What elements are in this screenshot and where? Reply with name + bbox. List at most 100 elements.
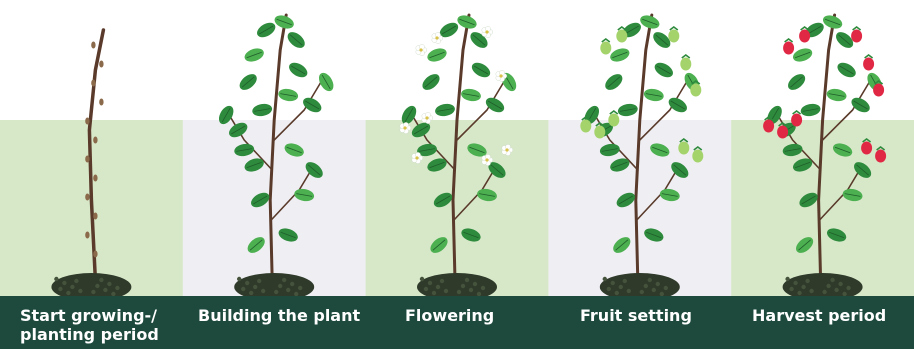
soil-clump — [428, 281, 432, 285]
soil-clump — [481, 286, 485, 290]
soil-clump — [469, 288, 473, 292]
stage-label-line2: planting period — [20, 325, 159, 344]
soil-clump — [274, 290, 278, 294]
soil-clump — [103, 288, 107, 292]
soil-clump — [241, 287, 245, 291]
soil-clump — [805, 279, 809, 283]
soil-clump — [615, 291, 619, 295]
cane-bud — [93, 251, 97, 258]
soil-clump — [432, 291, 436, 295]
stage-label-line1: Start growing-/ — [20, 306, 159, 325]
stage-background-panel — [548, 120, 731, 296]
berry — [861, 142, 872, 155]
soil-clump — [424, 287, 428, 291]
soil-clump — [619, 285, 623, 289]
cane-bud — [91, 80, 95, 87]
soil-clump — [257, 279, 261, 283]
soil-clump — [107, 282, 111, 286]
soil-clump — [652, 288, 656, 292]
berry — [580, 120, 591, 133]
flower-center — [415, 156, 418, 159]
berry — [783, 42, 794, 55]
soil-clump — [656, 282, 660, 286]
soil-clump — [611, 281, 615, 285]
soil-clump — [54, 277, 58, 281]
soil-clump — [648, 278, 652, 282]
flower-center — [419, 48, 422, 51]
soil-clump — [623, 279, 627, 283]
cane-bud — [99, 61, 103, 68]
stage-label-line1: Building the plant — [198, 306, 360, 325]
soil-clump — [801, 285, 805, 289]
soil-clump — [70, 285, 74, 289]
cane-bud — [85, 232, 89, 239]
berry — [863, 58, 874, 71]
soil-clump — [834, 288, 838, 292]
cane-bud — [93, 175, 97, 182]
stage-label-building: Building the plant — [198, 306, 360, 325]
stage-background-panel — [366, 120, 549, 296]
soil-clump — [826, 284, 830, 288]
cane-bud — [93, 137, 97, 144]
berry — [873, 84, 884, 97]
flower-center — [403, 126, 406, 129]
stage-label-line1: Fruit setting — [580, 306, 692, 325]
soil-clump — [603, 277, 607, 281]
soil-clump — [461, 284, 465, 288]
soil-clump — [91, 290, 95, 294]
soil-clump — [797, 291, 801, 295]
soil-clump — [846, 286, 850, 290]
soil-clump — [99, 278, 103, 282]
berry — [799, 30, 810, 43]
soil-clump — [278, 284, 282, 288]
cane-bud — [85, 194, 89, 201]
berry — [692, 150, 703, 163]
soil-clump — [785, 277, 789, 281]
berry — [678, 142, 689, 155]
cane-bud — [85, 156, 89, 163]
stage-background-panel — [183, 120, 366, 296]
soil-clump — [66, 291, 70, 295]
soil-clump — [444, 289, 448, 293]
soil-clump — [830, 278, 834, 282]
berry — [680, 58, 691, 71]
berry — [791, 114, 802, 127]
soil-clump — [298, 286, 302, 290]
soil-clump — [440, 279, 444, 283]
cane-bud — [99, 99, 103, 106]
flower-center — [485, 158, 488, 161]
soil-clump — [115, 286, 119, 290]
berry — [600, 42, 611, 55]
soil-clump — [809, 289, 813, 293]
berry — [668, 30, 679, 43]
soil-clump — [627, 289, 631, 293]
berry — [594, 126, 605, 139]
berry — [616, 30, 627, 43]
cane-bud — [85, 118, 89, 125]
soil-clump — [457, 290, 461, 294]
soil-clump — [249, 291, 253, 295]
flower-center — [425, 116, 428, 119]
soil-clump — [290, 282, 294, 286]
berry — [690, 84, 701, 97]
stage-label-flowering: Flowering — [405, 306, 494, 325]
berry — [608, 114, 619, 127]
soil-clump — [237, 277, 241, 281]
stage-label-fruit-setting: Fruit setting — [580, 306, 692, 325]
berry — [851, 30, 862, 43]
soil-clump — [78, 289, 82, 293]
soil-clump — [644, 284, 648, 288]
soil-clump — [420, 277, 424, 281]
soil-clump — [607, 287, 611, 291]
flower-center — [505, 148, 508, 151]
berry — [763, 120, 774, 133]
soil-clump — [261, 289, 265, 293]
soil-clump — [664, 286, 668, 290]
cane-bud — [93, 213, 97, 220]
stage-label-start-growing: Start growing-/ planting period — [20, 306, 159, 344]
soil-clump — [95, 284, 99, 288]
soil-clump — [789, 287, 793, 291]
soil-clump — [822, 290, 826, 294]
soil-clump — [473, 282, 477, 286]
soil-clump — [74, 279, 78, 283]
